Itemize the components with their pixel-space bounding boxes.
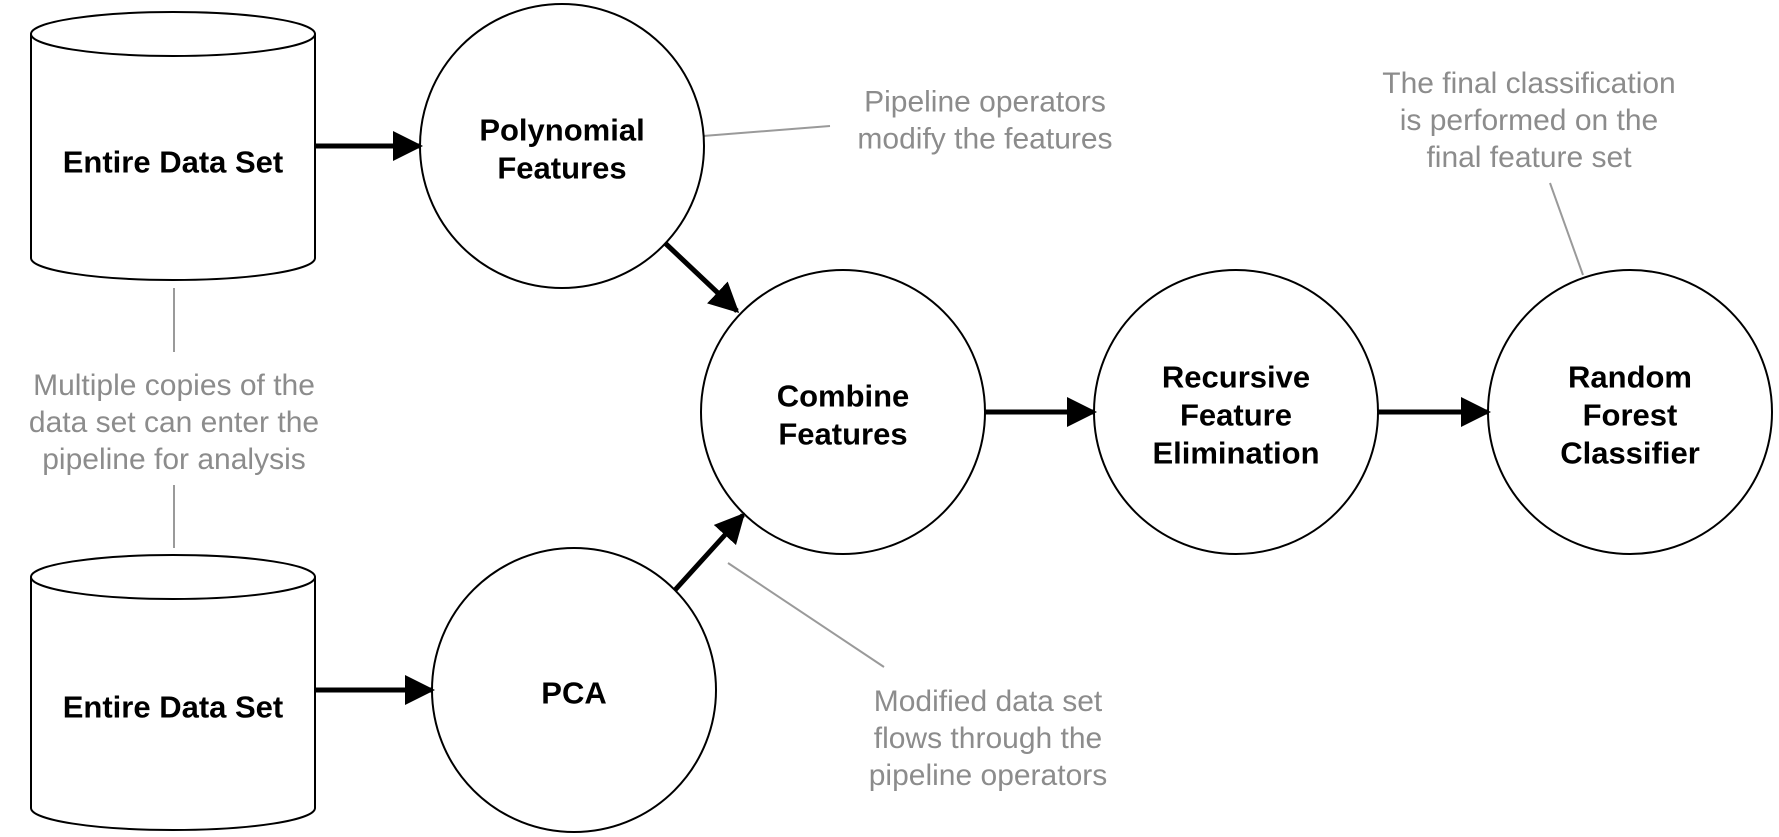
text-line: pipeline for analysis (42, 443, 305, 476)
text-line: Features (497, 150, 626, 185)
text-line: Combine (777, 378, 910, 413)
data-set-bottom-label: Entire Data Set (63, 689, 284, 724)
text-line: Forest (1583, 397, 1678, 432)
text-line: Multiple copies of the (33, 369, 315, 402)
arrow-pca-to-combine (673, 512, 746, 592)
arrow-polynomial-to-combine (663, 241, 740, 314)
text-line: Classifier (1560, 435, 1700, 470)
flow-leader-line (727, 562, 885, 668)
text-line: modify the features (857, 122, 1112, 155)
data-set-top-label: Entire Data Set (63, 144, 284, 179)
flow-annotation: Modified data set flows through the pipeli… (869, 685, 1108, 792)
text-line: Modified data set (874, 685, 1103, 718)
text-line: Features (778, 416, 907, 451)
operators-annotation: Pipeline operators modify the features (857, 85, 1112, 155)
text-line: Entire Data Set (63, 144, 284, 179)
operators-leader-line (702, 125, 831, 137)
copies-annotation: Multiple copies of the data set can enter… (29, 369, 319, 476)
text-line: Elimination (1152, 435, 1319, 470)
text-line: Random (1568, 359, 1692, 394)
text-line: Recursive (1162, 359, 1310, 394)
text-line: is performed on the (1400, 104, 1658, 137)
text-line: Pipeline operators (864, 85, 1106, 118)
text-line: Entire Data Set (63, 689, 284, 724)
pca-label: PCA (541, 675, 606, 710)
text-line: final feature set (1426, 141, 1632, 174)
data-set-cylinder-bottom: Entire Data Set (30, 554, 316, 831)
final-annotation: The final classification is performed on … (1382, 67, 1675, 174)
text-line: data set can enter the (29, 406, 319, 439)
text-line: The final classification (1382, 67, 1675, 100)
text-line: flows through the (874, 722, 1102, 755)
pca-node: PCA (431, 547, 717, 833)
text-line: pipeline operators (869, 759, 1108, 792)
final-leader-line (1549, 182, 1584, 276)
text-line: PCA (541, 675, 606, 710)
text-line: Feature (1180, 397, 1292, 432)
text-line: Polynomial (479, 112, 644, 147)
data-set-cylinder-top: Entire Data Set (30, 11, 316, 281)
